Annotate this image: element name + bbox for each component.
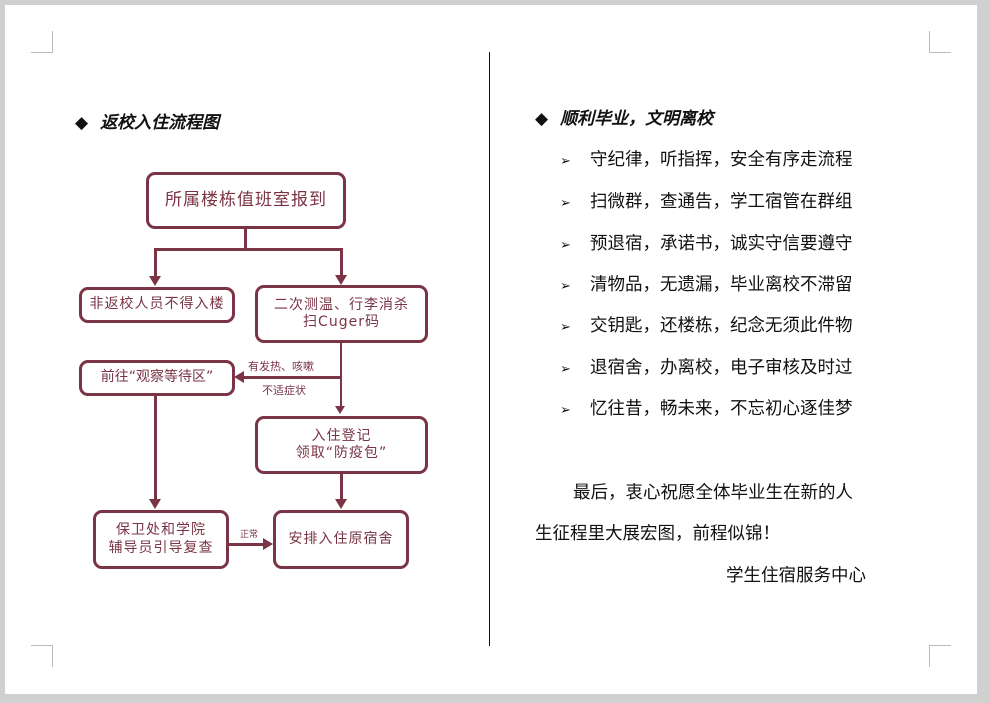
flow-step-text: 所属楼栋值班室报到 <box>165 189 327 210</box>
arrow-left-icon <box>234 371 244 383</box>
list-item: ➢ 退宿舍，办离校，电子审核及时过 <box>560 354 853 379</box>
corner-mark-bottom-left <box>31 645 53 667</box>
arrow-bullet-icon: ➢ <box>560 279 571 294</box>
list-item: ➢ 守纪律，听指挥，安全有序走流程 <box>560 146 853 171</box>
connector <box>242 376 341 379</box>
flow-step-report: 所属楼栋值班室报到 <box>146 172 346 229</box>
list-item-text: 退宿舍，办离校，电子审核及时过 <box>590 358 853 378</box>
arrow-bullet-icon: ➢ <box>560 196 571 211</box>
connector <box>340 473 343 501</box>
flow-step-no-entry: 非返校人员不得入楼 <box>79 287 235 323</box>
list-item-text: 预退宿，承诺书，诚实守信要遵守 <box>590 234 853 254</box>
flow-step-text: 前往“观察等待区” <box>100 369 214 386</box>
flow-step-review: 保卫处和学院辅导员引导复查 <box>93 510 229 569</box>
corner-mark-bottom-right <box>929 645 951 667</box>
document-page <box>5 5 977 694</box>
arrow-bullet-icon: ➢ <box>560 403 571 418</box>
corner-mark-top-left <box>31 31 53 53</box>
arrow-bullet-icon: ➢ <box>560 154 571 169</box>
right-heading: ◆ 顺利毕业，文明离校 <box>535 104 713 129</box>
connector <box>154 395 157 501</box>
diamond-bullet-icon: ◆ <box>535 109 549 129</box>
list-item-text: 守纪律，听指挥，安全有序走流程 <box>590 150 853 170</box>
arrow-down-icon <box>335 406 345 414</box>
edge-label-symptom: 不适症状 <box>262 384 306 397</box>
flow-step-text: 安排入住原宿舍 <box>288 530 394 547</box>
flow-step-text: 二次测温、行李消杀 <box>274 296 409 313</box>
corner-mark-top-right <box>929 31 951 53</box>
diamond-bullet-icon: ◆ <box>75 113 89 133</box>
closing-paragraph: 生征程里大展宏图，前程似锦！ <box>535 524 780 544</box>
arrow-bullet-icon: ➢ <box>560 238 571 253</box>
connector <box>244 228 247 250</box>
flow-step-observe: 前往“观察等待区” <box>79 360 235 396</box>
arrow-bullet-icon: ➢ <box>560 362 571 377</box>
connector <box>340 342 342 408</box>
arrow-down-icon <box>149 276 161 286</box>
connector <box>154 248 157 278</box>
right-heading-text: 顺利毕业，文明离校 <box>560 109 714 129</box>
flow-step-text: 入住登记 <box>311 427 372 444</box>
arrow-down-icon <box>335 275 347 285</box>
list-item: ➢ 清物品，无遗漏，毕业离校不滞留 <box>560 271 853 296</box>
signature: 学生住宿服务中心 <box>726 566 866 586</box>
arrow-right-icon <box>263 538 273 550</box>
left-heading: ◆ 返校入住流程图 <box>75 108 219 133</box>
edge-label-symptom: 有发热、咳嗽 <box>248 360 314 373</box>
list-item-text: 清物品，无遗漏，毕业离校不滞留 <box>590 275 853 295</box>
arrow-bullet-icon: ➢ <box>560 320 571 335</box>
flow-step-register: 入住登记领取“防疫包” <box>255 416 428 474</box>
list-item-text: 扫微群，查通告，学工宿管在群组 <box>590 192 853 212</box>
flow-step-text: 保卫处和学院 <box>116 522 206 538</box>
flow-step-text: 扫Cuger码 <box>303 314 380 330</box>
list-item: ➢ 交钥匙，还楼栋，纪念无须此件物 <box>560 312 853 337</box>
connector <box>228 543 264 546</box>
arrow-down-icon <box>335 499 347 509</box>
column-divider <box>489 52 490 646</box>
flow-step-check: 二次测温、行李消杀扫Cuger码 <box>255 285 428 343</box>
closing-paragraph: 最后，衷心祝愿全体毕业生在新的人 <box>573 483 853 503</box>
flow-step-arrange: 安排入住原宿舍 <box>273 510 409 569</box>
list-item-text: 忆往昔，畅未来，不忘初心逐佳梦 <box>590 399 853 419</box>
list-item: ➢ 忆往昔，畅未来，不忘初心逐佳梦 <box>560 395 853 420</box>
list-item: ➢ 扫微群，查通告，学工宿管在群组 <box>560 188 853 213</box>
flow-step-text: 辅导员引导复查 <box>108 539 214 556</box>
connector <box>154 248 343 251</box>
list-item-text: 交钥匙，还楼栋，纪念无须此件物 <box>590 316 853 336</box>
arrow-down-icon <box>149 499 161 509</box>
edge-label-normal: 正常 <box>240 530 259 540</box>
left-heading-text: 返校入住流程图 <box>100 113 220 133</box>
list-item: ➢ 预退宿，承诺书，诚实守信要遵守 <box>560 230 853 255</box>
connector <box>340 248 343 278</box>
flow-step-text: 非返校人员不得入楼 <box>89 296 225 313</box>
flow-step-text: 领取“防疫包” <box>295 445 388 461</box>
